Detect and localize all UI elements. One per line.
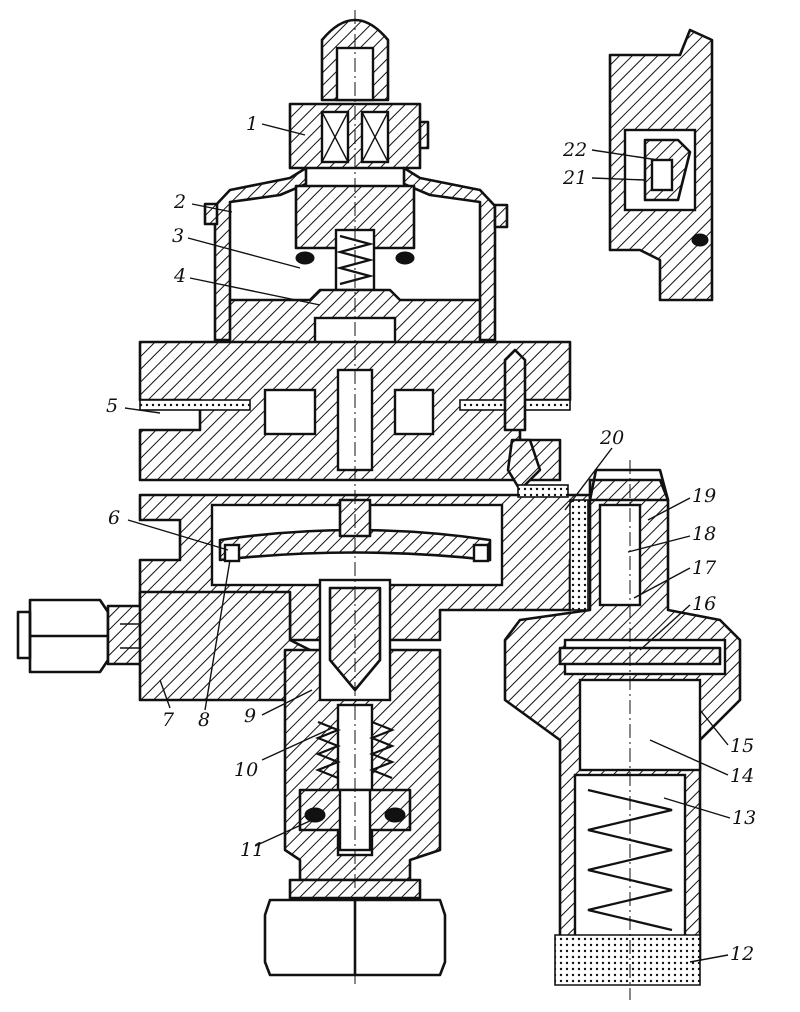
callout-20: 20	[599, 427, 624, 449]
callout-6: 6	[108, 507, 120, 529]
callout-5: 5	[106, 395, 118, 417]
solenoid-coil	[288, 102, 430, 170]
callout-18: 18	[692, 523, 716, 545]
callout-leaders	[124, 123, 731, 963]
callout-1: 1	[246, 113, 258, 135]
callout-16: 16	[692, 593, 716, 615]
callout-9: 9	[244, 705, 256, 727]
callout-21: 21	[562, 167, 587, 189]
callout-3: 3	[172, 225, 184, 247]
callout-10: 10	[234, 759, 258, 781]
callout-7: 7	[162, 709, 175, 731]
relief-spring	[587, 788, 673, 932]
lower-body	[138, 578, 442, 882]
callout-15: 15	[730, 735, 754, 757]
callout-8: 8	[198, 709, 210, 731]
callout-14: 14	[730, 765, 754, 787]
control-spring-upper	[335, 234, 375, 286]
callout-17: 17	[692, 557, 717, 579]
callout-4: 4	[173, 265, 186, 287]
callout-11: 11	[240, 839, 264, 861]
callout-13: 13	[732, 807, 756, 829]
callout-12: 12	[730, 943, 754, 965]
detail-inset	[608, 28, 714, 302]
callout-19: 19	[692, 485, 716, 507]
callout-2: 2	[173, 191, 186, 213]
valve-spring-lower	[315, 720, 395, 780]
relief-cap	[554, 468, 701, 986]
callout-22: 22	[562, 139, 587, 161]
callout-labels: 1 2 3 4 5 6 7 8 9 10 11 12 13 14 15 16 1…	[106, 113, 756, 965]
middle-housing	[138, 340, 572, 492]
